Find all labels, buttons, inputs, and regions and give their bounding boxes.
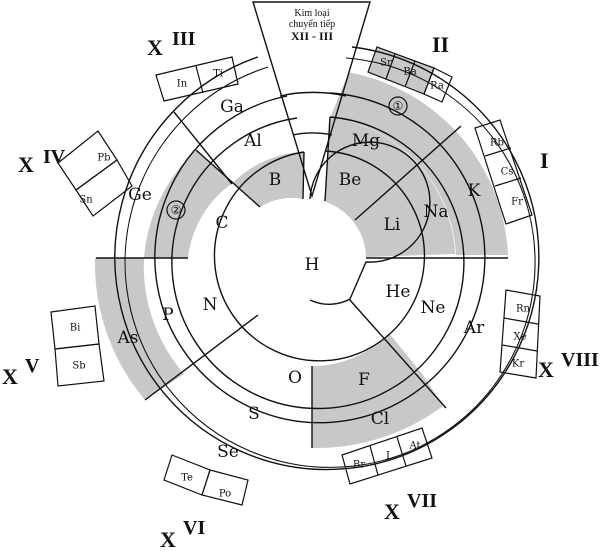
box-kr: Kr [512,359,524,370]
box-rn: Rn [516,304,531,315]
group-label-iii-x: X [147,35,163,60]
element-al: Al [243,131,262,151]
box-te: Te [181,473,193,484]
group-label-v-x: X [2,364,18,389]
element-ne: Ne [421,298,446,318]
element-b: B [269,170,282,190]
element-he: He [386,282,411,302]
element-s: S [248,404,260,424]
outer-box-labels: Sr Ba Ra Rb Cs Fr In Ti Pb Sn Bi Sb Te P… [70,58,531,500]
ring-1 [213,150,426,362]
box-sr: Sr [380,58,392,69]
box-rb: Rb [490,138,504,149]
box-i: I [386,451,390,462]
element-o: O [288,368,302,388]
shade-f [312,333,423,424]
transition-title-line2: chuyển tiếp [289,19,335,30]
element-c: C [215,213,228,233]
group-label-ii: II [432,32,449,57]
box-xe: Xe [513,332,526,343]
box-in: In [177,79,188,90]
box-pb: Pb [97,153,110,164]
group-label-vi-x: X [160,527,176,552]
box-br: Br [353,460,365,471]
element-ge: Ge [128,185,152,205]
marker-1: ① [393,99,404,113]
shade-mg-na [325,117,456,257]
element-ar: Ar [463,318,485,338]
element-na: Na [423,202,448,222]
ring-outer-2 [124,57,536,468]
element-as: As [116,328,138,348]
group-label-viii: VIII [561,349,599,371]
shade-b [232,152,304,207]
element-mg: Mg [352,131,380,151]
diagram-lines [96,1,540,471]
group-label-vii: VII [407,490,437,512]
group-label-vii-x: X [384,499,400,524]
element-n: N [203,295,218,315]
element-se: Se [217,442,239,462]
box-at: At [408,441,420,452]
box-ba: Ba [403,67,416,78]
group-label-vi: VI [183,517,205,539]
element-k: K [468,181,481,201]
element-h: H [305,255,320,275]
box-sb: Sb [72,361,85,372]
element-labels: H He Li Be B C N O F Ne Na Mg Al P S Cl … [116,97,485,462]
group-label-iv: IV [43,146,66,168]
box-ti: Ti [213,69,223,80]
box-sn: Sn [79,195,93,206]
group-label-iv-x: X [18,152,34,177]
element-cl: Cl [371,409,389,429]
ring-3 [154,92,486,424]
group-label-i: I [540,148,549,173]
shade-cl [312,375,443,449]
box-fr: Fr [511,197,523,208]
box-po: Po [219,489,231,500]
box-bi: Bi [70,323,81,334]
marker-2: ② [171,203,182,217]
ring-2 [171,116,465,410]
element-f: F [358,370,370,390]
element-be: Be [339,170,362,190]
element-ga: Ga [220,97,244,117]
transition-arc-2 [292,132,333,136]
transition-arc-1 [279,91,347,97]
shade-ge-2 [144,150,233,258]
transition-title-line1: Kim loại [294,8,329,19]
group-labels: II I X III X IV X V X VI X VII X VIII [2,28,599,552]
element-p: P [162,305,173,325]
box-ra: Ra [430,81,444,92]
group-label-iii: III [172,28,196,50]
transition-wedge [252,1,371,199]
ring-center [309,141,431,306]
element-li: Li [384,215,401,235]
box-cs: Cs [501,167,514,178]
transition-title-line3: XII - III [291,29,333,43]
group-label-viii-x: X [538,357,554,382]
markers: ① ② [166,96,408,220]
group-label-v: V [25,355,40,377]
outer-boxes [50,46,541,506]
